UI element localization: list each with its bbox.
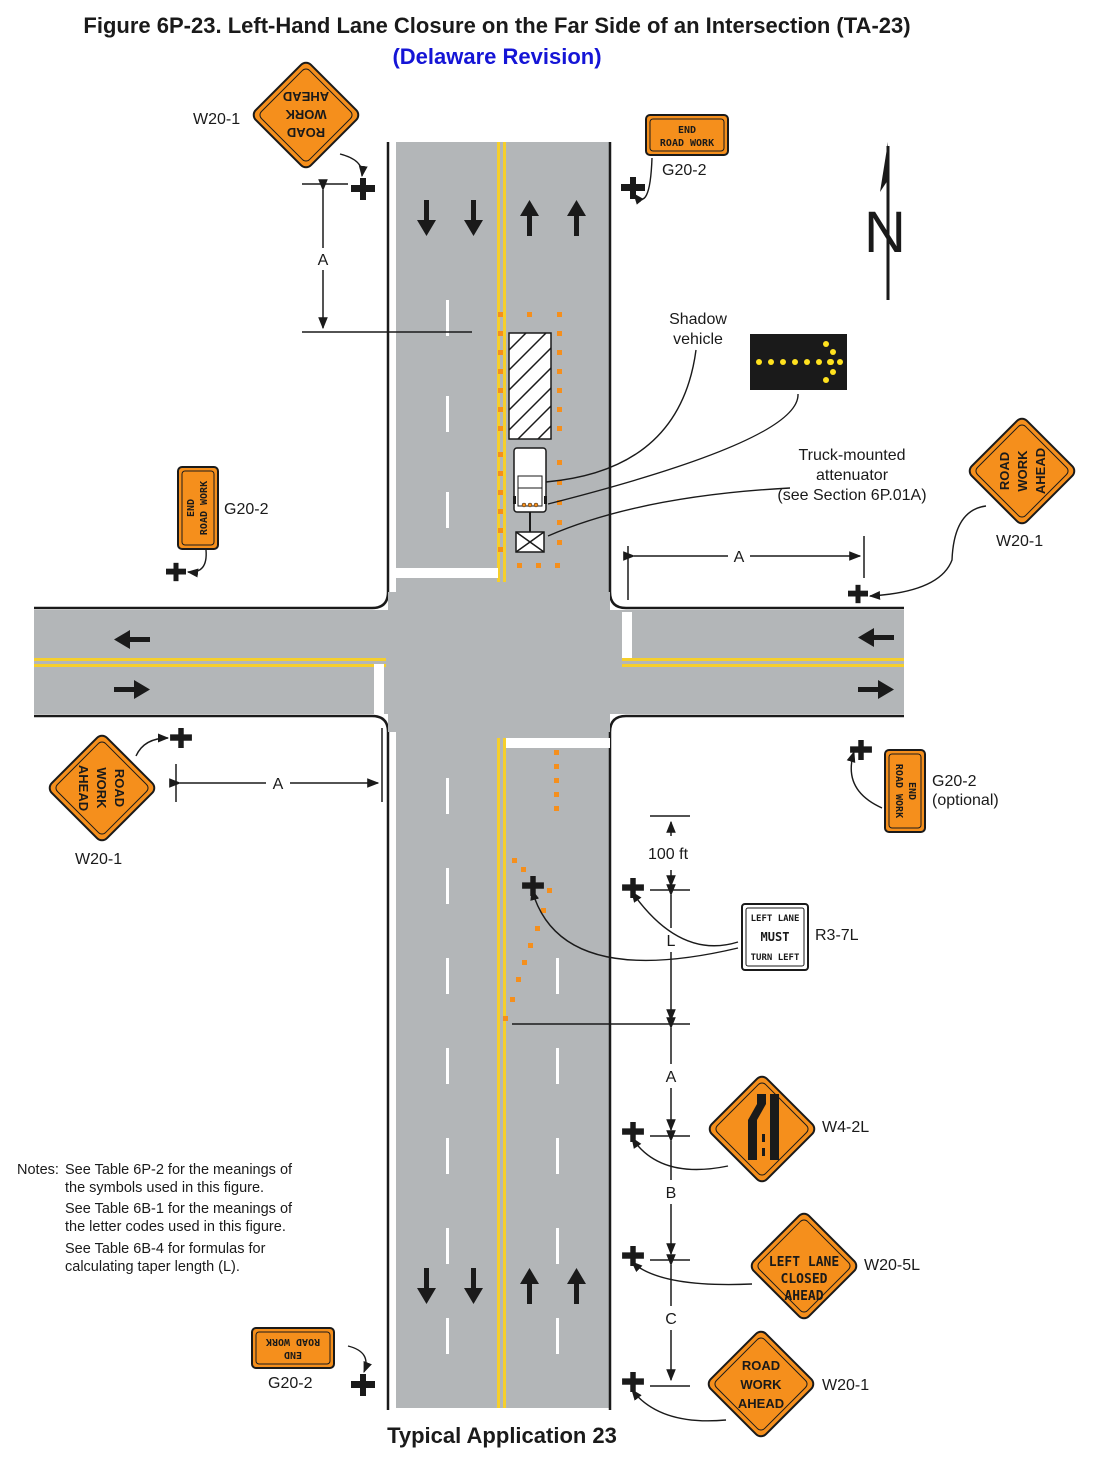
svg-text:ROAD: ROAD [742,1358,780,1373]
dim-a-south: A [666,1069,677,1086]
notes-line-4: the letter codes used in this figure. [65,1219,286,1235]
work-area [508,332,552,440]
svg-text:LEFT LANE: LEFT LANE [769,1255,839,1270]
svg-text:LEFT LANE: LEFT LANE [751,914,800,924]
label-tma-3: (see Section 6P.01A) [777,487,926,504]
post-icon [622,878,644,898]
g20-2-sign-west: END ROAD WORK [177,466,219,550]
truck-mounted-attenuator [515,512,545,553]
label-tma-1: Truck-mounted [799,447,906,464]
svg-text:END: END [284,1349,302,1360]
svg-text:END: END [678,125,696,136]
code-g20-2-east: G20-2 [932,773,977,790]
svg-text:ROAD WORK: ROAD WORK [266,1336,320,1347]
w20-5l-sign: LEFT LANE CLOSED AHEAD [750,1212,858,1320]
w20-1-sign-west: ROAD WORK AHEAD [48,734,156,842]
code-r3-7l: R3-7L [815,927,859,944]
svg-text:ROAD: ROAD [287,125,325,140]
code-w4-2l: W4-2L [822,1119,869,1136]
code-w20-1-west: W20-1 [75,851,122,868]
figure-caption: Typical Application 23 [387,1423,617,1448]
channelizing-devices-south [503,750,559,1021]
svg-text:WORK: WORK [740,1377,782,1392]
label-shadow-1: Shadow [669,311,727,328]
w20-1-sign-north: ROAD WORK AHEAD [252,61,360,169]
g20-2-sign-sw: END ROAD WORK [251,1327,335,1369]
svg-text:ROAD: ROAD [112,769,127,807]
svg-text:TURN LEFT: TURN LEFT [751,953,800,963]
notes-line-6: calculating taper length (L). [65,1259,240,1275]
g20-2-sign-east: END ROAD WORK [884,749,926,833]
w20-1-sign-east: ROAD WORK AHEAD [968,417,1076,525]
post-icon [351,1374,375,1396]
g20-2-sign-ne: END ROAD WORK [645,114,729,156]
channelizing-devices [498,312,562,568]
svg-text:AHEAD: AHEAD [784,1289,823,1304]
code-w20-1-south: W20-1 [822,1377,869,1394]
svg-text:AHEAD: AHEAD [1033,448,1048,494]
dimension-lines [169,179,865,1387]
shadow-vehicle [513,447,547,513]
north-arrow-icon: N [864,142,906,300]
svg-text:WORK: WORK [285,107,327,122]
w4-2l-sign [708,1075,816,1183]
svg-text:AHEAD: AHEAD [76,765,91,811]
code-g20-2-ne: G20-2 [662,162,707,179]
dim-a-west: A [273,776,284,793]
code-w20-5l: W20-5L [864,1257,920,1274]
post-icon [621,177,645,199]
svg-text:WORK: WORK [94,767,109,809]
svg-text:ROAD WORK: ROAD WORK [893,764,904,818]
code-w20-1-north: W20-1 [193,111,240,128]
label-tma-2: attenuator [816,467,889,484]
figure-title: Figure 6P-23. Left-Hand Lane Closure on … [83,13,910,38]
svg-text:ROAD WORK: ROAD WORK [660,138,714,149]
notes-line-5: See Table 6B-4 for formulas for [65,1241,266,1257]
svg-text:MUST: MUST [761,930,790,944]
dim-c: C [665,1311,677,1328]
notes-line-2: the symbols used in this figure. [65,1180,264,1196]
r3-7l-sign: LEFT LANE MUST TURN LEFT [741,903,809,971]
code-g20-2-sw: G20-2 [268,1375,313,1392]
post-icon [170,728,192,748]
north-label: N [864,200,906,265]
notes-line-1: See Table 6P-2 for the meanings of [65,1162,293,1178]
svg-text:ROAD WORK: ROAD WORK [199,481,210,535]
svg-text:END: END [906,782,917,800]
code-g20-2-east-optional: (optional) [932,792,999,809]
notes-prefix: Notes: [17,1162,59,1178]
post-icon [622,1372,644,1392]
dim-l: L [667,933,676,950]
dim-100ft: 100 ft [648,846,689,863]
svg-text:ROAD: ROAD [997,452,1012,490]
figure-subtitle: (Delaware Revision) [392,44,601,69]
label-shadow-2: vehicle [673,331,723,348]
dim-b: B [666,1185,677,1202]
w20-1-sign-south: ROAD WORK AHEAD [707,1330,815,1438]
svg-text:AHEAD: AHEAD [283,89,329,104]
code-w20-1-east: W20-1 [996,533,1043,550]
post-icon [351,178,375,200]
dimension-labels: A A A 100 ft L A B C [273,252,745,1328]
notes: Notes: See Table 6P-2 for the meanings o… [17,1162,293,1275]
dim-a-east: A [734,549,745,566]
post-icon [850,740,872,760]
dim-a-north: A [318,252,329,269]
svg-text:WORK: WORK [1015,450,1030,492]
arrow-board [750,334,847,390]
svg-text:END: END [186,499,197,517]
notes-line-3: See Table 6B-1 for the meanings of [65,1201,293,1217]
post-icon [166,562,186,582]
svg-text:CLOSED: CLOSED [781,1272,828,1287]
code-g20-2-west: G20-2 [224,501,269,518]
leader-lines [135,153,987,1422]
post-icon [848,584,868,604]
svg-text:AHEAD: AHEAD [738,1396,784,1411]
